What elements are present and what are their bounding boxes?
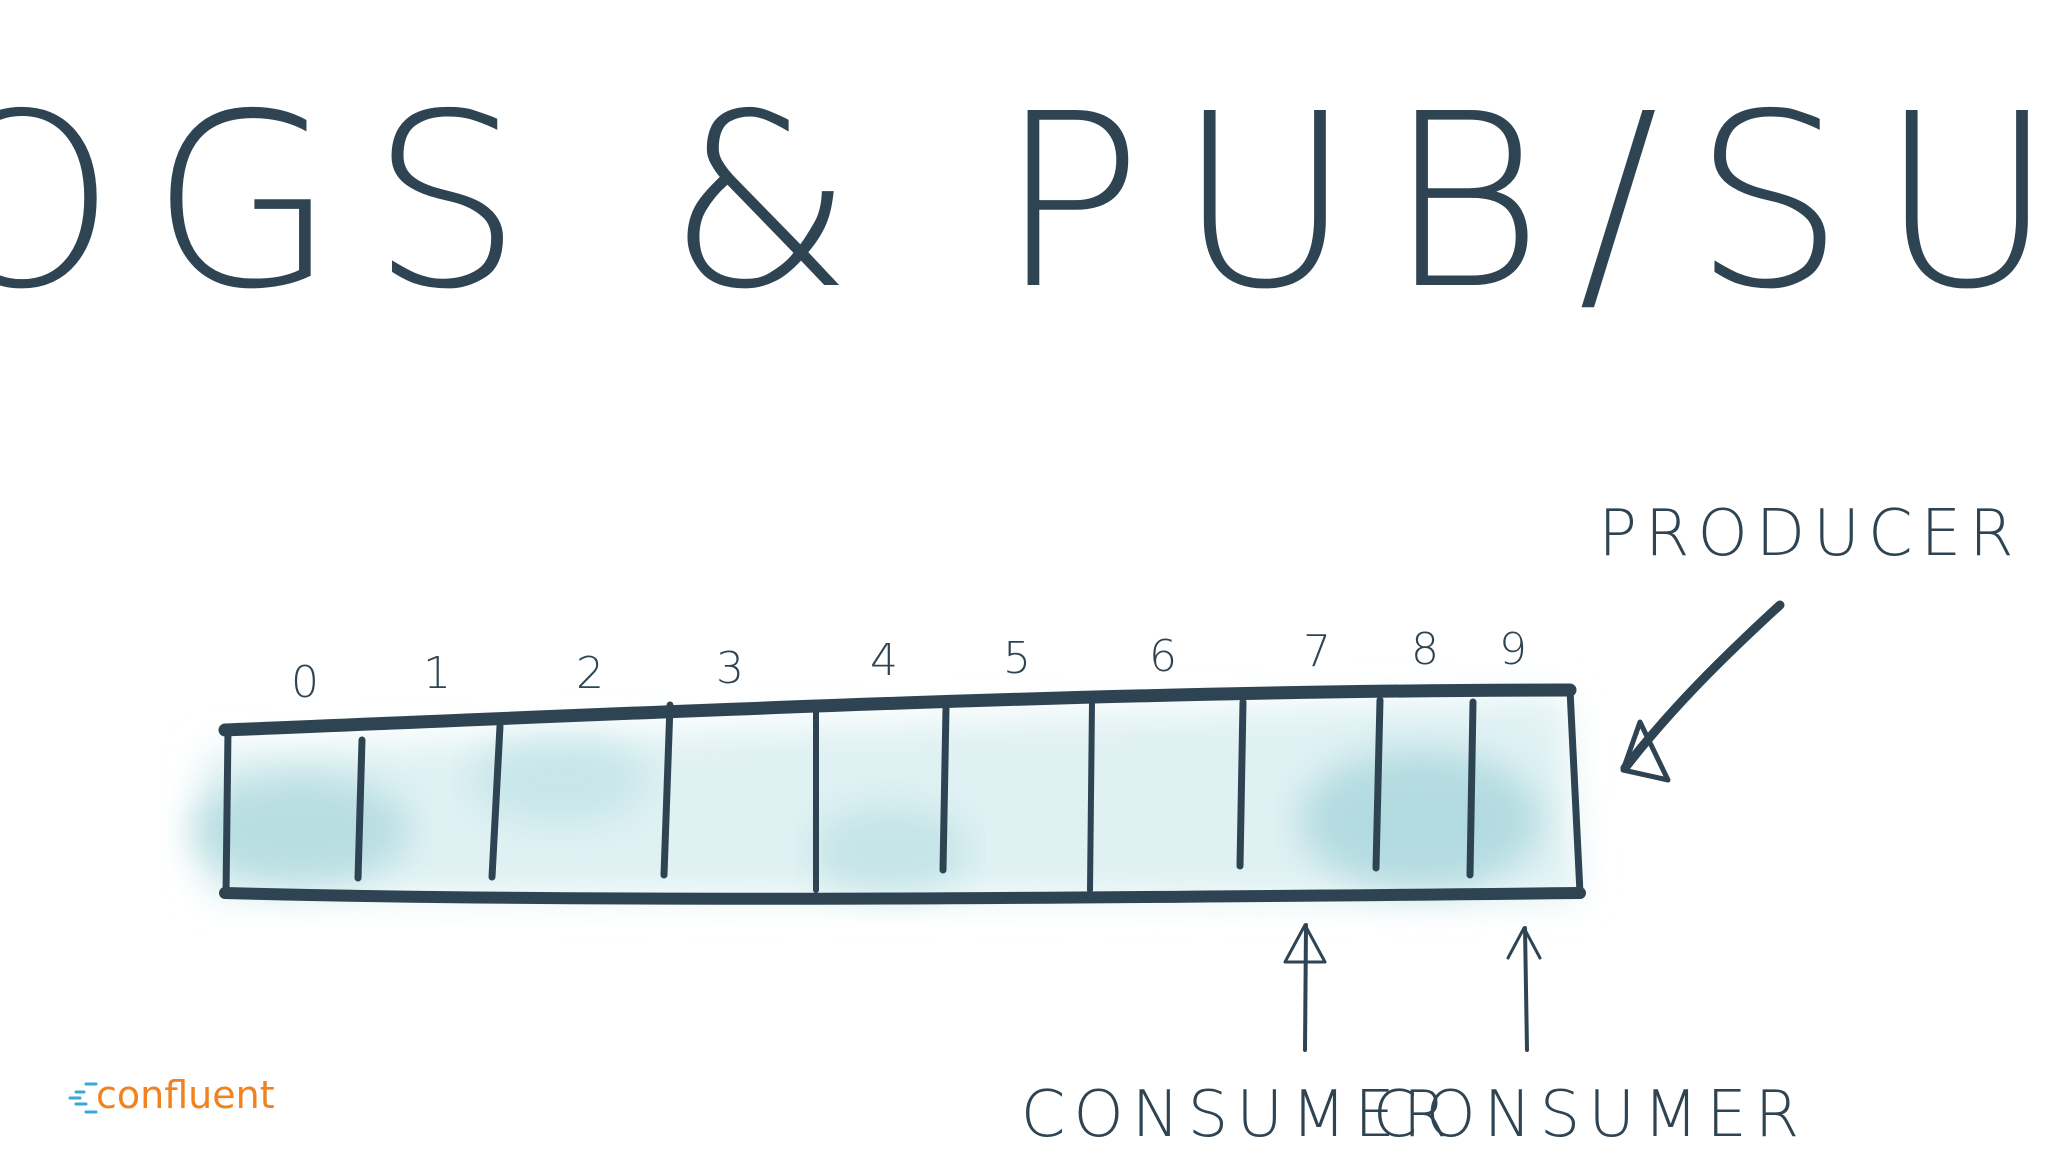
log-fill <box>190 695 1580 900</box>
log-outline <box>218 683 1586 905</box>
cell-divider <box>488 722 504 881</box>
offset-labels: 0 1 2 3 4 5 6 7 8 9 <box>291 624 1527 708</box>
confluent-wordmark: confluent <box>96 1073 275 1117</box>
cell-divider <box>1087 699 1095 893</box>
offset-label: 1 <box>423 648 451 699</box>
log-cell-dividers <box>354 696 1477 893</box>
offset-label: 4 <box>870 635 898 686</box>
offset-label: 2 <box>576 648 604 699</box>
producer-arrow <box>1620 600 1785 783</box>
consumer-label-1: CONSUMER <box>1021 1078 1456 1152</box>
confluent-logo: confluent <box>68 1073 275 1117</box>
offset-label: 3 <box>716 643 744 694</box>
slide-title: LOGS & PUB/SUB <box>0 62 2048 342</box>
consumer-label-2: CONSUMER <box>1373 1078 1808 1152</box>
offset-label: 6 <box>1149 631 1177 682</box>
producer-label: PRODUCER <box>1598 497 2021 571</box>
cell-divider <box>1236 698 1247 870</box>
offset-label: 9 <box>1499 624 1527 675</box>
cell-divider <box>1372 696 1384 872</box>
consumer-arrow-1 <box>1283 923 1327 1052</box>
offset-label: 8 <box>1411 624 1439 675</box>
cell-divider <box>939 704 950 874</box>
cell-divider <box>354 736 366 882</box>
cell-divider <box>660 701 674 879</box>
offset-label: 7 <box>1303 626 1331 677</box>
offset-label: 5 <box>1003 633 1031 684</box>
offset-label: 0 <box>291 657 319 708</box>
consumer-arrow-2 <box>1506 926 1542 1052</box>
cell-divider <box>1466 698 1477 879</box>
confluent-mark-icon <box>68 1082 98 1114</box>
